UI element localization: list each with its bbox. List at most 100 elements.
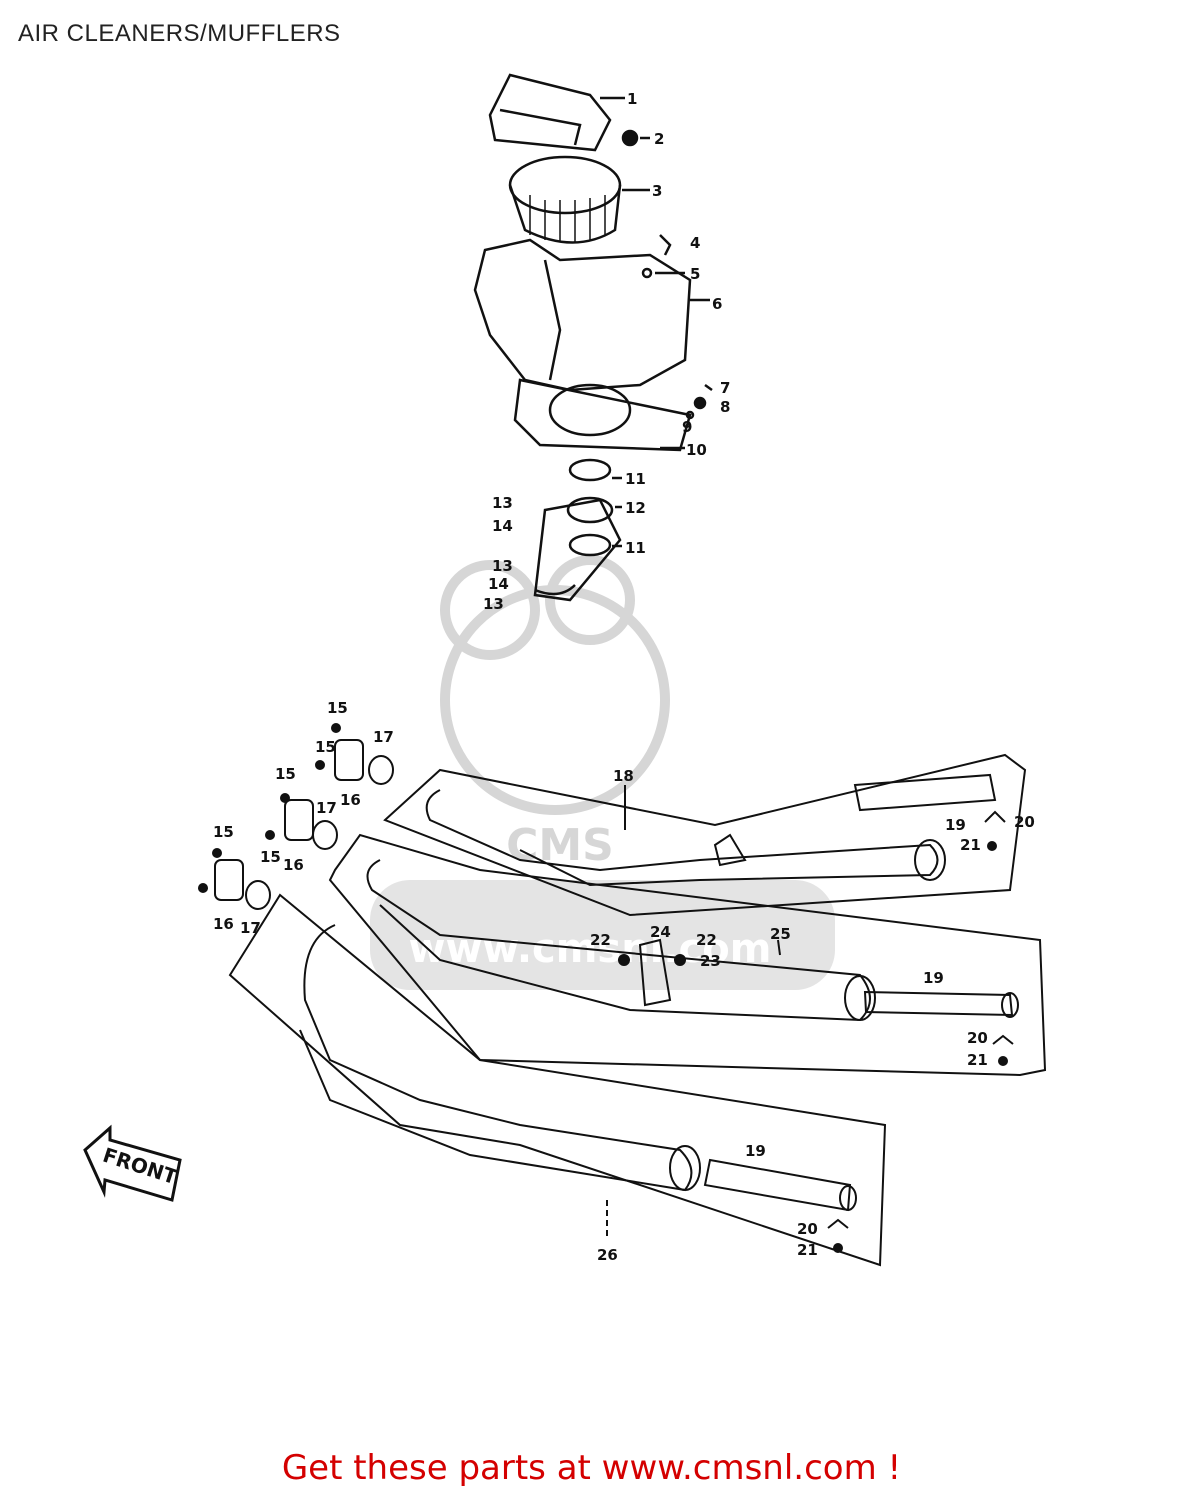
callout-20a: 20 — [1014, 813, 1035, 831]
part-22-bolt — [618, 954, 630, 966]
callout-7: 7 — [720, 379, 730, 397]
part-17-cap-2 — [312, 820, 338, 850]
exhaust-assembly — [198, 723, 1047, 1267]
air-cleaner-assembly — [473, 73, 713, 602]
part-11-tube — [568, 458, 612, 482]
leader-25 — [777, 939, 781, 956]
callout-23: 23 — [700, 952, 721, 970]
page-title: AIR CLEANERS/MUFFLERS — [18, 20, 341, 47]
callout-15d: 15 — [260, 848, 281, 866]
callout-17a: 17 — [373, 728, 394, 746]
callout-15c: 15 — [275, 765, 296, 783]
callout-14: 14 — [492, 517, 513, 535]
part-10-plate-hole — [548, 383, 632, 437]
part-19-baffle-2 — [863, 990, 1014, 1017]
callout-18: 18 — [613, 767, 634, 785]
part-7-screw — [704, 383, 713, 392]
callout-21b: 21 — [967, 1051, 988, 1069]
panel-18-outline — [383, 753, 1027, 917]
callout-20b: 20 — [967, 1029, 988, 1047]
panel-26-outline — [228, 893, 887, 1267]
part-12-tube — [566, 496, 614, 524]
callout-labels: 1 2 3 4 5 6 7 8 9 10 11 12 13 14 11 13 1… — [213, 90, 1035, 1264]
part-3-filter-pleats — [529, 195, 606, 242]
part-12-junction — [533, 498, 622, 602]
part-19-baffle-2-end — [1001, 992, 1019, 1018]
part-16-flange-2 — [284, 799, 314, 841]
part-19-baffle — [853, 773, 997, 812]
part-1-cover-edge — [499, 108, 582, 146]
part-4-wing-bolt — [659, 234, 672, 256]
callout-25: 25 — [770, 925, 791, 943]
callout-21a: 21 — [960, 836, 981, 854]
panel-25-outline — [328, 833, 1047, 1077]
watermark-mascot-goggle-shape — [440, 560, 540, 660]
front-arrow: FRONT — [83, 1124, 182, 1202]
callout-26: 26 — [597, 1246, 618, 1264]
part-3-filter-top — [508, 155, 622, 215]
callout-5: 5 — [690, 265, 700, 283]
part-19-baffle-3-end — [839, 1185, 857, 1211]
parts-diagram: CMS www.cmsnl.com — [83, 73, 1047, 1267]
part-3-filter-body — [508, 184, 622, 244]
callout-20c: 20 — [797, 1220, 818, 1238]
part-15-nut-2 — [315, 760, 325, 770]
muffler-26-end — [669, 1145, 701, 1191]
callout-16b: 16 — [283, 856, 304, 874]
callout-15b: 15 — [315, 738, 336, 756]
part-24-bracket — [638, 938, 672, 1007]
part-21-screw — [987, 841, 997, 851]
callout-1: 1 — [627, 90, 637, 108]
callout-19b: 19 — [923, 969, 944, 987]
part-21-screw-2 — [998, 1056, 1008, 1066]
callout-22b: 22 — [696, 931, 717, 949]
callout-19c: 19 — [745, 1142, 766, 1160]
callout-17c: 17 — [240, 919, 261, 937]
muffler-26-body — [299, 924, 693, 1192]
callout-9: 9 — [682, 418, 692, 436]
callout-22a: 22 — [590, 931, 611, 949]
callout-13: 13 — [492, 494, 513, 512]
part-19-baffle-3 — [703, 1158, 852, 1212]
part-20-clip-3 — [827, 1218, 849, 1229]
callout-8: 8 — [720, 398, 730, 416]
callout-14b: 14 — [488, 575, 509, 593]
part-1-cover — [488, 73, 612, 152]
part-6-case-seam — [543, 259, 562, 381]
callout-17b: 17 — [316, 799, 337, 817]
part-20-clip — [984, 810, 1006, 823]
part-8-nut — [693, 396, 707, 410]
watermark-mascot-goggle-shape-2 — [545, 555, 635, 645]
bracket-18 — [713, 833, 747, 867]
part-21-screw-3 — [833, 1243, 843, 1253]
callout-2: 2 — [654, 130, 664, 148]
part-23-washer — [674, 954, 686, 966]
callout-16c: 16 — [213, 915, 234, 933]
part-16-flange-3 — [214, 859, 244, 901]
callout-4: 4 — [690, 234, 700, 252]
callout-13b: 13 — [492, 557, 513, 575]
part-15-nut-6 — [198, 883, 208, 893]
muffler-18-end — [914, 839, 946, 881]
callout-3: 3 — [652, 182, 662, 200]
part-2-nut — [621, 129, 639, 147]
part-17-cap — [368, 755, 394, 785]
callout-15e: 15 — [213, 823, 234, 841]
muffler-18-body — [425, 789, 939, 887]
part-16-flange — [334, 739, 364, 781]
footer-promo-link[interactable]: Get these parts at www.cmsnl.com ! — [281, 1448, 902, 1488]
part-17-cap-3 — [245, 880, 271, 910]
part-11-tube-2 — [568, 533, 612, 557]
callout-12: 12 — [625, 499, 646, 517]
callout-11b: 11 — [625, 539, 646, 557]
callout-6: 6 — [712, 295, 722, 313]
callout-13c: 13 — [483, 595, 504, 613]
part-15-nut-5 — [212, 848, 222, 858]
callout-11: 11 — [625, 470, 646, 488]
hose-end — [534, 584, 576, 596]
callout-15a: 15 — [327, 699, 348, 717]
part-15-nut-4 — [265, 830, 275, 840]
callout-24: 24 — [650, 923, 671, 941]
part-20-clip-2 — [992, 1034, 1014, 1045]
part-6-case — [473, 238, 692, 392]
